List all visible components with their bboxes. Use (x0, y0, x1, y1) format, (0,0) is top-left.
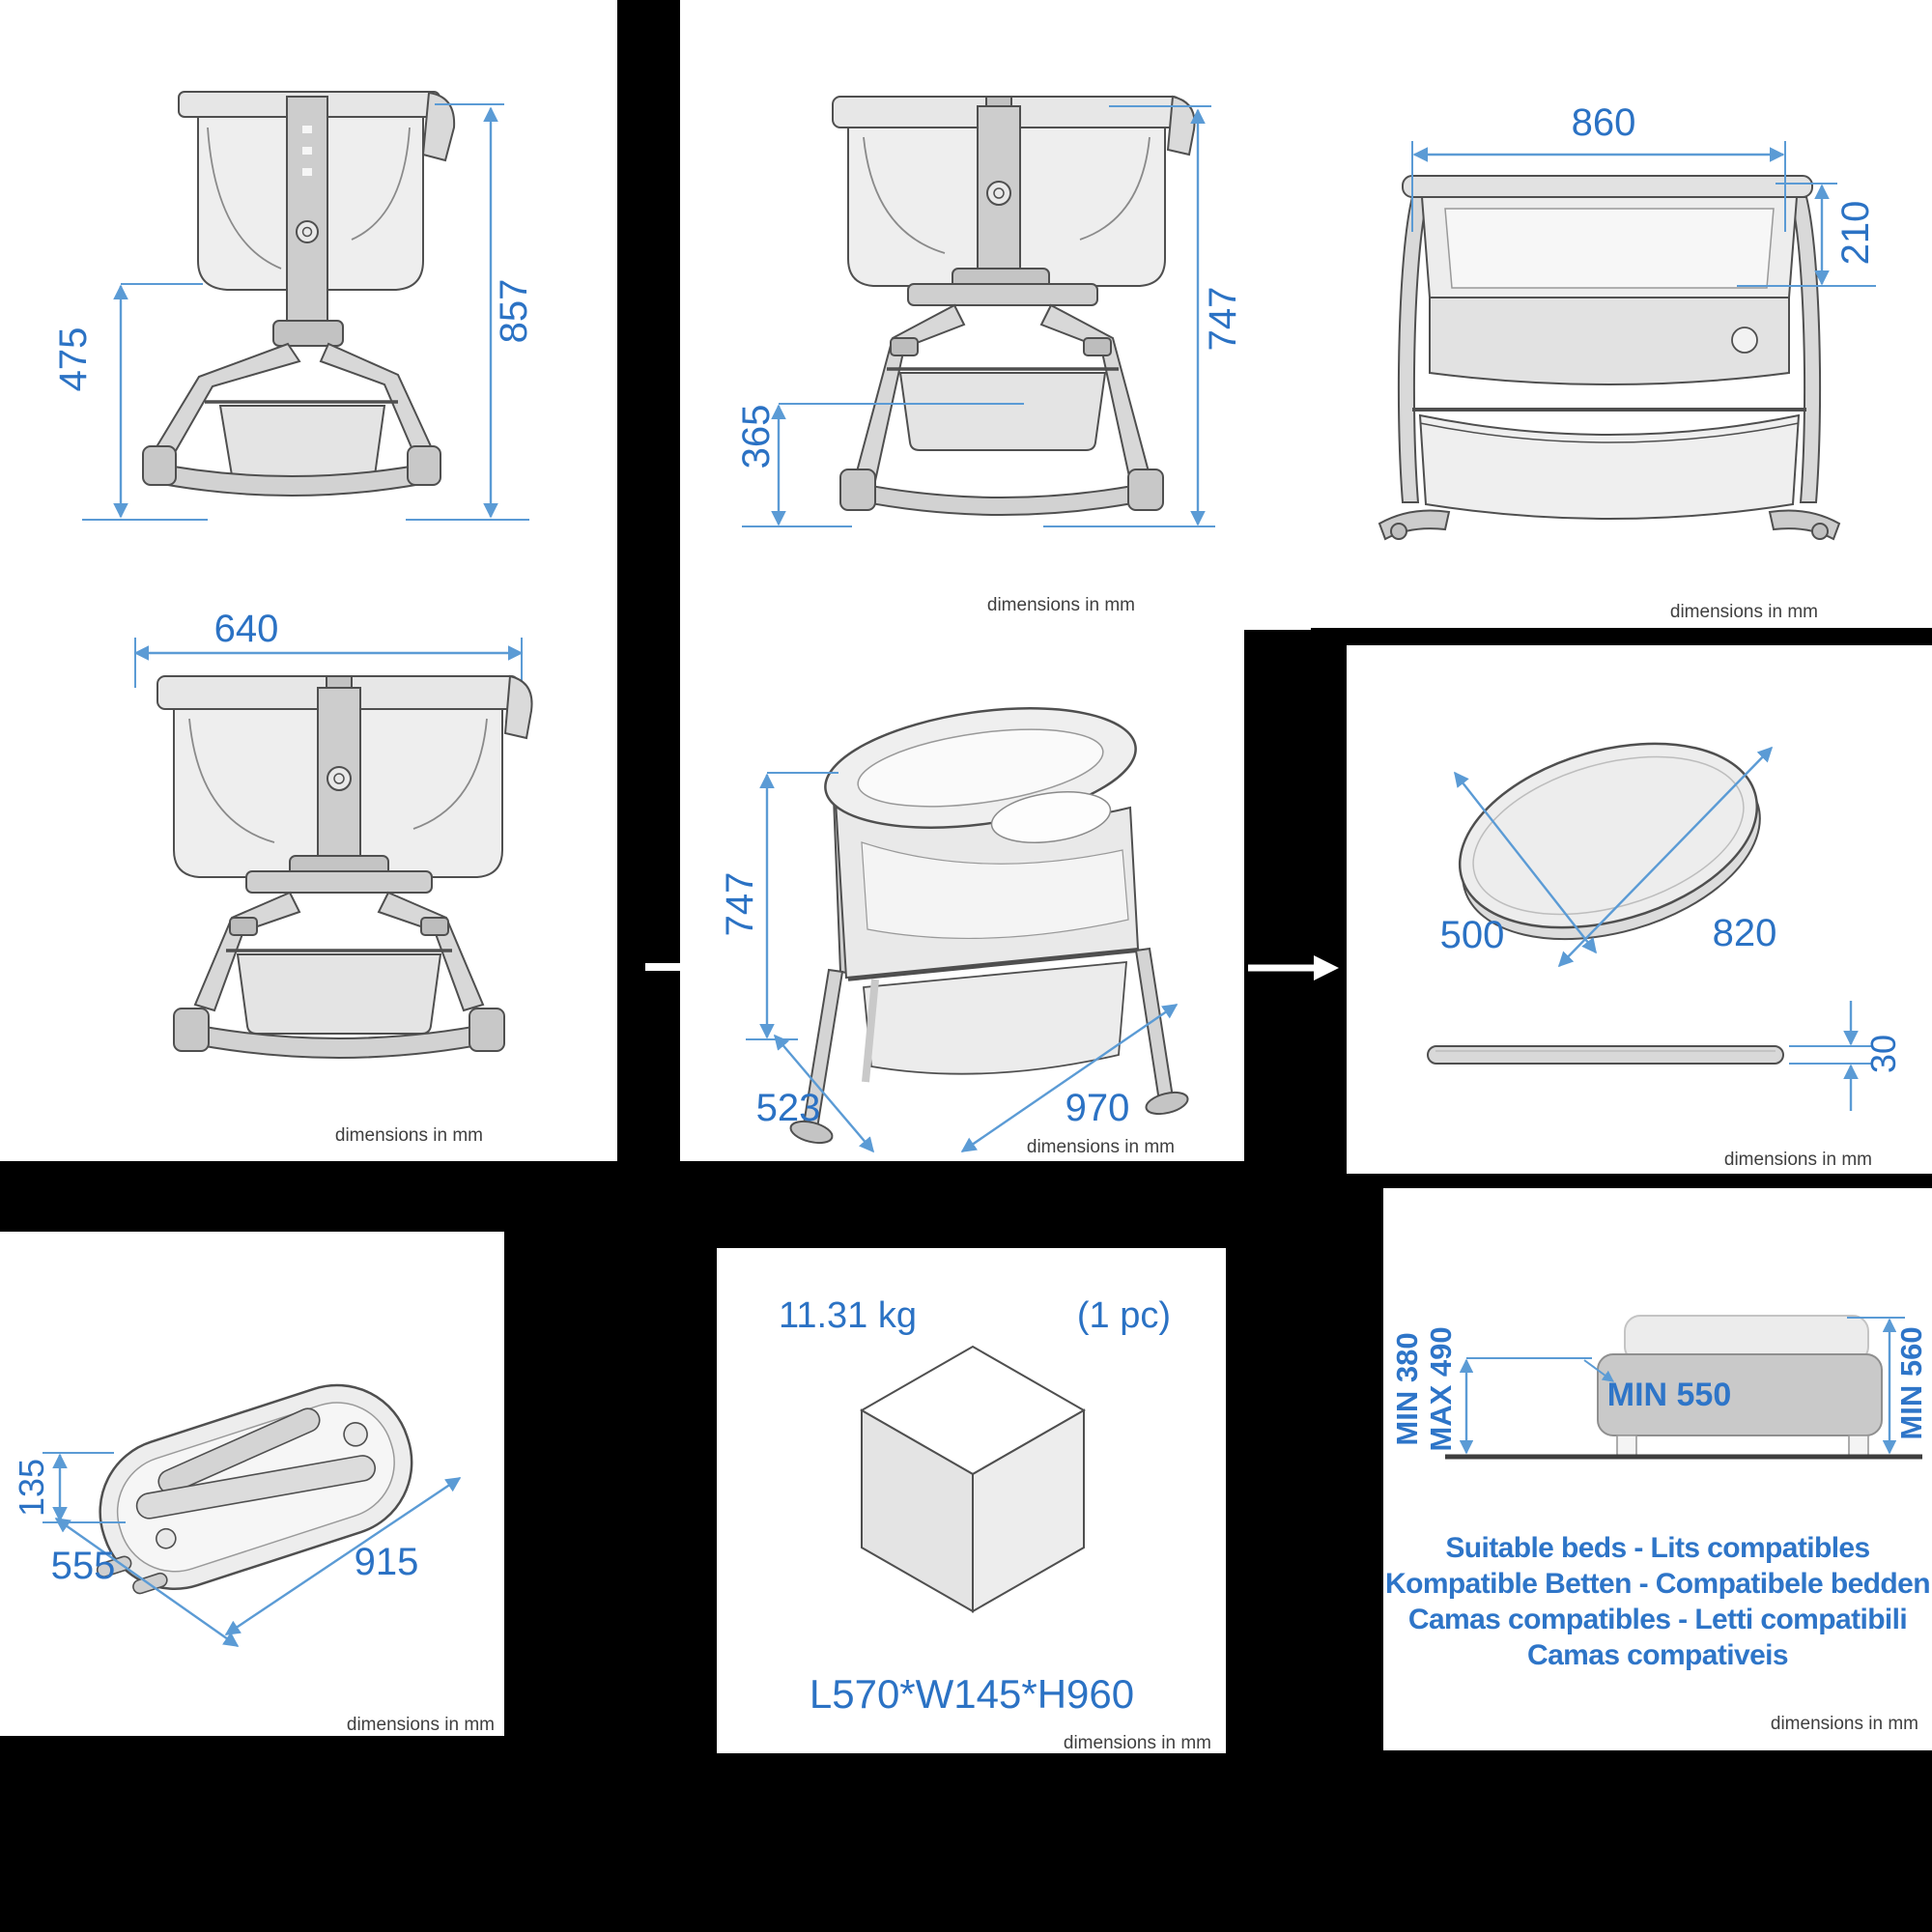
sequence-arrow-icon (1248, 955, 1339, 980)
panel-front-view: 365 747 dimensions in mm (680, 0, 1311, 630)
width-view-note: dimensions in mm (334, 1125, 483, 1146)
panel-suitable-beds: MIN 380 MAX 490 MIN 550 MIN 560 Suitable… (1383, 1188, 1932, 1750)
package-weight-label: 11.31 kg (779, 1295, 917, 1336)
dim-475-label: 475 (52, 327, 95, 392)
dim-820-label: 820 (1712, 912, 1777, 954)
dim-523-label: 523 (755, 1087, 821, 1129)
panel-mattress: 500 820 30 dimensions in mm (1347, 645, 1932, 1174)
front-view-sketch (742, 95, 1215, 527)
suitable-beds-title-line-3: Camas compatibles - Letti compatibili (1407, 1604, 1908, 1635)
dim-915-label: 915 (354, 1541, 419, 1583)
perspective-view-sketch (746, 707, 1189, 1153)
panel-package: 11.31 kg (1 pc) L570*W145*H960 dimension… (717, 1248, 1226, 1753)
perspective-view-note: dimensions in mm (1026, 1137, 1175, 1157)
side-view-dim-lines (82, 103, 529, 521)
mattress-note: dimensions in mm (1723, 1150, 1872, 1170)
front-view-note: dimensions in mm (986, 595, 1135, 615)
suitable-beds-dim-lines (1459, 1317, 1905, 1455)
width-view-dim-lines (133, 638, 524, 688)
min-550-label: MIN 550 (1606, 1377, 1732, 1413)
suitable-beds-sketch (1445, 1315, 1922, 1460)
sequence-dash-icon (645, 963, 682, 971)
mattress-sketch (1427, 742, 1872, 1111)
suitable-beds-note: dimensions in mm (1770, 1714, 1918, 1734)
perspective-dim-lines (746, 772, 1179, 1153)
dim-747-label: 747 (1202, 286, 1244, 352)
dim-210-label: 210 (1834, 200, 1877, 266)
dim-970-label: 970 (1065, 1087, 1130, 1129)
package-box-sketch (859, 1345, 1087, 1613)
min-560-label: MIN 560 (1893, 1326, 1928, 1440)
dim-135-label: 135 (12, 1458, 51, 1518)
front-view-dim-lines (742, 105, 1215, 527)
package-note: dimensions in mm (1063, 1733, 1211, 1753)
panel-side-and-width-views: 475 857 640 dimensions in mm (0, 0, 617, 1161)
max-490-label: MAX 490 (1423, 1326, 1458, 1452)
panel-folded-view: 135 555 915 dimensions in mm (0, 1232, 504, 1736)
mattress-dim-lines (1454, 746, 1872, 1111)
package-box-dimensions-label: L570*W145*H960 (809, 1671, 1135, 1717)
folded-dim-lines (43, 1452, 462, 1647)
panel-perspective-view: 747 523 970 dimensions in mm (680, 630, 1244, 1161)
folded-view-sketch (43, 1383, 462, 1647)
dim-555-label: 555 (50, 1545, 116, 1587)
width-view-sketch (156, 674, 533, 1059)
panel-bedside-view: 860 210 dimensions in mm (1311, 0, 1932, 628)
package-qty-label: (1 pc) (1076, 1295, 1171, 1336)
dim-640-label: 640 (213, 608, 279, 650)
suitable-beds-title-line-2: Kompatible Betten - Compatibele bedden (1385, 1568, 1931, 1600)
dim-365-label: 365 (735, 404, 778, 469)
bedside-view-dim-lines (1411, 141, 1876, 287)
dim-30-label: 30 (1863, 1034, 1903, 1074)
side-view-sketch (82, 91, 533, 1059)
dim-857-label: 857 (493, 278, 535, 344)
dim-747-perspective-label: 747 (719, 871, 761, 937)
suitable-beds-title-line-4: Camas compativeis (1527, 1639, 1789, 1671)
bedside-view-note: dimensions in mm (1669, 602, 1818, 622)
bedside-view-sketch (1378, 141, 1876, 541)
min-380-label: MIN 380 (1389, 1332, 1424, 1446)
dim-860-label: 860 (1571, 101, 1636, 144)
dim-500-label: 500 (1439, 914, 1505, 956)
suitable-beds-title-line-1: Suitable beds - Lits compatibles (1445, 1532, 1870, 1564)
folded-view-note: dimensions in mm (346, 1715, 495, 1735)
